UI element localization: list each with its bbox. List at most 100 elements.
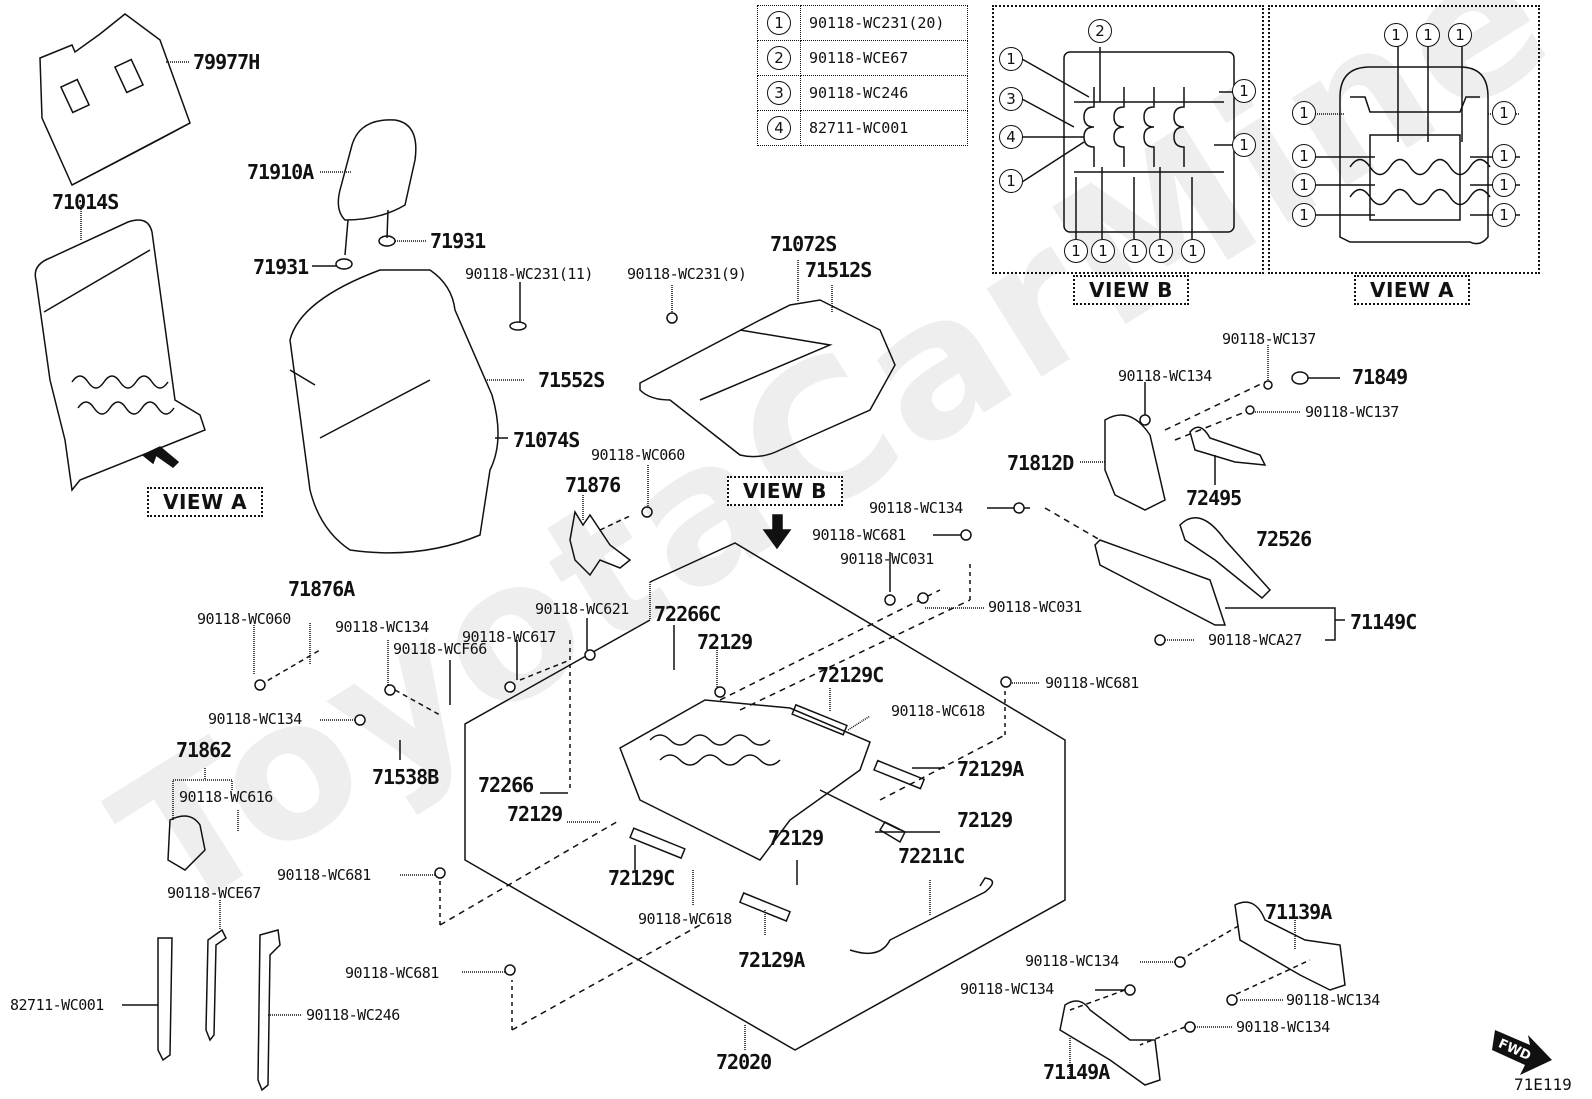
bracket-71139A-shape xyxy=(1235,902,1345,990)
part-label[interactable]: 90118-WC137 xyxy=(1305,403,1399,421)
part-label[interactable]: 90118-WC137 xyxy=(1222,330,1316,348)
screw-icon xyxy=(1185,1022,1195,1032)
part-label[interactable]: 72129A xyxy=(738,948,805,972)
key-part-number[interactable]: 90118-WC246 xyxy=(800,75,968,111)
part-label[interactable]: 90118-WCF66 xyxy=(393,640,487,658)
part-label[interactable]: 72129C xyxy=(608,866,675,890)
part-label[interactable]: 82711-WC001 xyxy=(10,996,104,1014)
part-label[interactable]: 71812D xyxy=(1007,451,1074,475)
part-label[interactable]: 90118-WC616 xyxy=(179,788,273,806)
part-label[interactable]: 72129 xyxy=(957,808,1013,832)
seat-cushion-shape xyxy=(640,300,895,457)
part-label[interactable]: 90118-WC134 xyxy=(208,710,302,728)
part-label[interactable]: 71849 xyxy=(1352,365,1408,389)
key-part-number[interactable]: 82711-WC001 xyxy=(800,110,968,146)
key-number: 1 xyxy=(767,11,791,35)
part-label[interactable]: 79977H xyxy=(193,50,260,74)
part-label[interactable]: 90118-WC617 xyxy=(462,628,556,646)
part-label[interactable]: 71910A xyxy=(247,160,314,184)
part-label[interactable]: 90118-WC618 xyxy=(891,702,985,720)
view-b-tag: VIEW B xyxy=(1073,275,1189,305)
part-label[interactable]: 71014S xyxy=(52,190,119,214)
part-label[interactable]: 90118-WC618 xyxy=(638,910,732,928)
part-label[interactable]: 72495 xyxy=(1186,486,1242,510)
part-label[interactable]: 90118-WC681 xyxy=(1045,674,1139,692)
part-label[interactable]: 72266C xyxy=(654,602,721,626)
part-label[interactable]: 71538B xyxy=(372,765,439,789)
fwd-arrow-icon: FWD xyxy=(1492,1030,1552,1075)
callout-1: 1 xyxy=(1292,203,1316,227)
seat-back-pad-shape xyxy=(40,14,190,185)
cable-tie-wce67-shape xyxy=(206,930,226,1040)
callout-1: 1 xyxy=(1492,144,1516,168)
part-label[interactable]: 71074S xyxy=(513,428,580,452)
part-label[interactable]: 90118-WC681 xyxy=(277,866,371,884)
callout-1: 1 xyxy=(1292,144,1316,168)
part-label[interactable]: 90118-WC031 xyxy=(988,598,1082,616)
part-label[interactable]: 71072S xyxy=(770,232,837,256)
part-label[interactable]: 71876A xyxy=(288,577,355,601)
part-label[interactable]: 71876 xyxy=(565,473,621,497)
lever-72495-shape xyxy=(1190,427,1265,465)
callout-1: 1 xyxy=(1292,173,1316,197)
screw-icon xyxy=(505,965,515,975)
key-row: 3 90118-WC246 xyxy=(757,75,968,111)
callout-1: 1 xyxy=(1232,79,1256,103)
part-label[interactable]: 90118-WC060 xyxy=(197,610,291,628)
screw-icon xyxy=(1264,381,1272,389)
screw-icon xyxy=(1014,503,1024,513)
part-label[interactable]: 90118-WC134 xyxy=(335,618,429,636)
part-label[interactable]: 71931 xyxy=(253,255,309,279)
part-label[interactable]: 71149C xyxy=(1350,610,1417,634)
callout-1: 1 xyxy=(1416,23,1440,47)
part-label[interactable]: 90118-WC621 xyxy=(535,600,629,618)
callout-1: 1 xyxy=(1448,23,1472,47)
handle-cover-71862-shape xyxy=(168,816,205,870)
part-label[interactable]: 90118-WC134 xyxy=(1286,991,1380,1009)
bracket-71876-shape xyxy=(570,512,630,575)
part-label[interactable]: 90118-WC060 xyxy=(591,446,685,464)
part-label[interactable]: 72020 xyxy=(716,1050,772,1074)
key-part-number[interactable]: 90118-WCE67 xyxy=(800,40,968,76)
part-label[interactable]: 90118-WC134 xyxy=(960,980,1054,998)
callout-1: 1 xyxy=(1384,23,1408,47)
part-label[interactable]: 71862 xyxy=(176,738,232,762)
part-label[interactable]: 72129 xyxy=(507,802,563,826)
part-label[interactable]: 90118-WC231(11) xyxy=(465,265,593,283)
part-label[interactable]: 72129A xyxy=(957,757,1024,781)
part-label[interactable]: 90118-WC134 xyxy=(869,499,963,517)
part-label[interactable]: 90118-WC246 xyxy=(306,1006,400,1024)
part-label[interactable]: 72211C xyxy=(898,844,965,868)
part-label[interactable]: 90118-WC231(9) xyxy=(627,265,747,283)
part-label[interactable]: 90118-WCA27 xyxy=(1208,631,1302,649)
callout-1: 1 xyxy=(1492,203,1516,227)
part-label[interactable]: 90118-WC681 xyxy=(812,526,906,544)
drawing-code: 71E119 xyxy=(1514,1075,1572,1094)
part-label[interactable]: 72526 xyxy=(1256,527,1312,551)
part-label[interactable]: 90118-WC134 xyxy=(1118,367,1212,385)
part-label[interactable]: 71552S xyxy=(538,368,605,392)
view-a-detail-box: 1 1 1 1 1 1 1 1 1 1 1 xyxy=(1268,5,1540,274)
part-label[interactable]: 72129 xyxy=(697,630,753,654)
callout-1: 1 xyxy=(1181,239,1205,263)
part-label[interactable]: 90118-WC134 xyxy=(1025,952,1119,970)
part-label[interactable]: 90118-WC681 xyxy=(345,964,439,982)
screw-icon xyxy=(505,682,515,692)
key-part-number[interactable]: 90118-WC231(20) xyxy=(800,5,968,41)
callout-3: 3 xyxy=(999,87,1023,111)
part-label[interactable]: 72266 xyxy=(478,773,534,797)
part-label[interactable]: 90118-WCE67 xyxy=(167,884,261,902)
part-label[interactable]: 71512S xyxy=(805,258,872,282)
part-label[interactable]: 71931 xyxy=(430,229,486,253)
screw-icon xyxy=(1001,677,1011,687)
screw-icon xyxy=(385,685,395,695)
part-label[interactable]: 90118-WC031 xyxy=(840,550,934,568)
part-label[interactable]: 72129 xyxy=(768,826,824,850)
part-label[interactable]: 71149A xyxy=(1043,1060,1110,1084)
lever-72526-shape xyxy=(1180,518,1270,598)
seat-track-outline xyxy=(465,543,1065,1050)
part-label[interactable]: 71139A xyxy=(1265,900,1332,924)
part-label[interactable]: 72129C xyxy=(817,663,884,687)
part-label[interactable]: 90118-WC134 xyxy=(1236,1018,1330,1036)
